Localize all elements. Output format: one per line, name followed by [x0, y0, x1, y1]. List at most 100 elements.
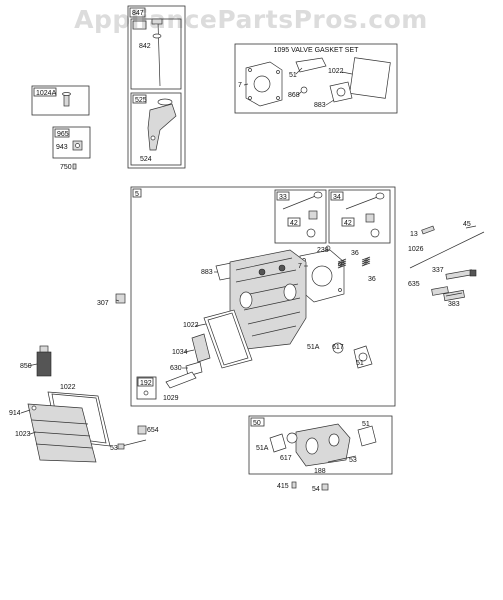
exhaust-gasket-part-617[interactable]: [332, 342, 344, 354]
callout-914: 914: [9, 410, 21, 417]
nut-part-54[interactable]: [321, 483, 329, 491]
spark-plug-part-635[interactable]: [431, 286, 449, 296]
callout-238: 238: [317, 247, 329, 254]
callout-53-b: 53: [349, 457, 357, 464]
callout-635: 635: [408, 281, 420, 288]
callout-54: 54: [312, 486, 320, 493]
valve-cover-gasket-part-1022[interactable]: [203, 309, 253, 369]
callout-7-a: 7: [238, 82, 242, 89]
callout-51-c: 51: [356, 360, 364, 367]
callout-53-a: 53: [110, 445, 118, 452]
exhaust-valve-part[interactable]: [345, 192, 385, 210]
callout-51-e: 51: [362, 421, 370, 428]
kit-label-943: 943: [56, 144, 68, 151]
washer-part-238[interactable]: [325, 245, 331, 251]
callout-1022-b: 1022: [183, 322, 199, 329]
dipstick-part[interactable]: [151, 18, 163, 87]
callout-617-b: 617: [280, 455, 292, 462]
valve-keeper-part-b[interactable]: [365, 213, 375, 223]
callout-51a-b: 51A: [307, 344, 320, 351]
dipstick-tube-part[interactable]: [147, 98, 177, 151]
kit-label-525: 525: [135, 97, 147, 104]
kit-box-847[interactable]: 847 842 525 524: [127, 5, 186, 169]
callout-1026: 1026: [408, 246, 424, 253]
rocker-cover-part-1023[interactable]: [27, 403, 97, 463]
kit-box-192[interactable]: [136, 376, 157, 400]
callout-850: 850: [20, 363, 32, 370]
valve-spring-cap-part-a[interactable]: [306, 228, 316, 238]
rocker-stud-part-13[interactable]: [421, 225, 435, 235]
head-gasket-part[interactable]: [245, 61, 283, 107]
callout-1022-a: 1022: [328, 68, 344, 75]
callout-51a-d: 51A: [256, 445, 269, 452]
kit-label-1024a: 1024A: [36, 90, 57, 97]
callout-307: 307: [97, 300, 109, 307]
kit-label-34: 34: [333, 194, 341, 201]
callout-654: 654: [147, 427, 159, 434]
kit-label-33: 33: [279, 194, 287, 201]
bolt-part-53-b[interactable]: [327, 455, 357, 463]
kit-label-847: 847: [132, 10, 144, 17]
callout-617-a: 617: [332, 344, 344, 351]
valve-spring-cap-part-b[interactable]: [370, 228, 380, 238]
kit-label-750: 750: [60, 164, 72, 171]
spark-plug-boot-part-383[interactable]: [443, 289, 465, 302]
kit-box-1095-valve-gasket-set[interactable]: 1095 VALVE GASKET SET: [234, 43, 398, 114]
exhaust-gasket-part[interactable]: [329, 81, 353, 103]
nut-part-654[interactable]: [137, 425, 147, 435]
valve-spring-part-b[interactable]: [361, 256, 371, 267]
callout-337: 337: [432, 267, 444, 274]
kit-label-524: 524: [140, 156, 152, 163]
valve-cover-gasket-part[interactable]: [349, 57, 391, 99]
callout-1022-c: 1022: [60, 384, 76, 391]
intake-gasket-part[interactable]: [295, 57, 327, 73]
kit-box-50[interactable]: 50: [248, 415, 393, 475]
callout-383: 383: [448, 301, 460, 308]
callout-883-b: 883: [201, 269, 213, 276]
callout-36-b: 36: [368, 276, 376, 283]
kit-box-1024a[interactable]: 1024A: [31, 85, 90, 116]
callout-883-a: 883: [314, 102, 326, 109]
intake-manifold-part[interactable]: [295, 423, 351, 467]
kit-box-34[interactable]: [328, 189, 391, 244]
kit-label-192: 192: [140, 380, 152, 387]
site-watermark: AppliancePartsPros.com: [74, 5, 428, 34]
manifold-gasket-part-51a[interactable]: [269, 433, 287, 453]
kit-label-50: 50: [253, 420, 261, 427]
cylinder-head-part[interactable]: [229, 249, 307, 351]
push-rod-part-45[interactable]: [409, 225, 485, 269]
fitting-part-307[interactable]: [115, 293, 126, 304]
callout-1023: 1023: [15, 431, 31, 438]
bolt-part-53-a[interactable]: [117, 439, 147, 450]
callout-1034: 1034: [172, 349, 188, 356]
leader-lines: [20, 67, 353, 435]
kit-box-33[interactable]: [274, 189, 327, 244]
spark-plug-part-337[interactable]: [445, 269, 477, 280]
kit-label-42-a: 42: [290, 220, 298, 227]
callout-868-a: 868: [288, 92, 300, 99]
callout-13: 13: [410, 231, 418, 238]
kit-label-965: 965: [57, 131, 69, 138]
manifold-gasket-part-617[interactable]: [286, 432, 298, 444]
breather-part-1034[interactable]: [191, 333, 211, 363]
callout-630: 630: [170, 365, 182, 372]
callout-188: 188: [314, 468, 326, 475]
manifold-gasket-part-51[interactable]: [357, 425, 377, 447]
kit-label-5: 5: [135, 191, 139, 198]
callout-415: 415: [277, 483, 289, 490]
sealant-bottle-part-850[interactable]: [36, 345, 52, 377]
intake-valve-part[interactable]: [282, 191, 323, 210]
kit-box-965[interactable]: 965 943: [52, 126, 91, 159]
valve-keeper-part-a[interactable]: [308, 210, 318, 220]
valve-seal-part[interactable]: [300, 86, 308, 94]
screw-part-415[interactable]: [291, 481, 297, 489]
valve-spring-part-a[interactable]: [337, 258, 347, 269]
kit-box-5-cylinder-head[interactable]: 5 33 42 34 42: [130, 186, 396, 407]
cylinder-head-gasket-part[interactable]: [299, 249, 345, 303]
kit-label-1095: 1095 VALVE GASKET SET: [274, 47, 360, 54]
kit-label-42-b: 42: [344, 220, 352, 227]
exhaust-flange-part-51[interactable]: [353, 345, 373, 369]
callout-51-a: 51: [289, 72, 297, 79]
breather-tube-part-1029[interactable]: [165, 371, 197, 389]
